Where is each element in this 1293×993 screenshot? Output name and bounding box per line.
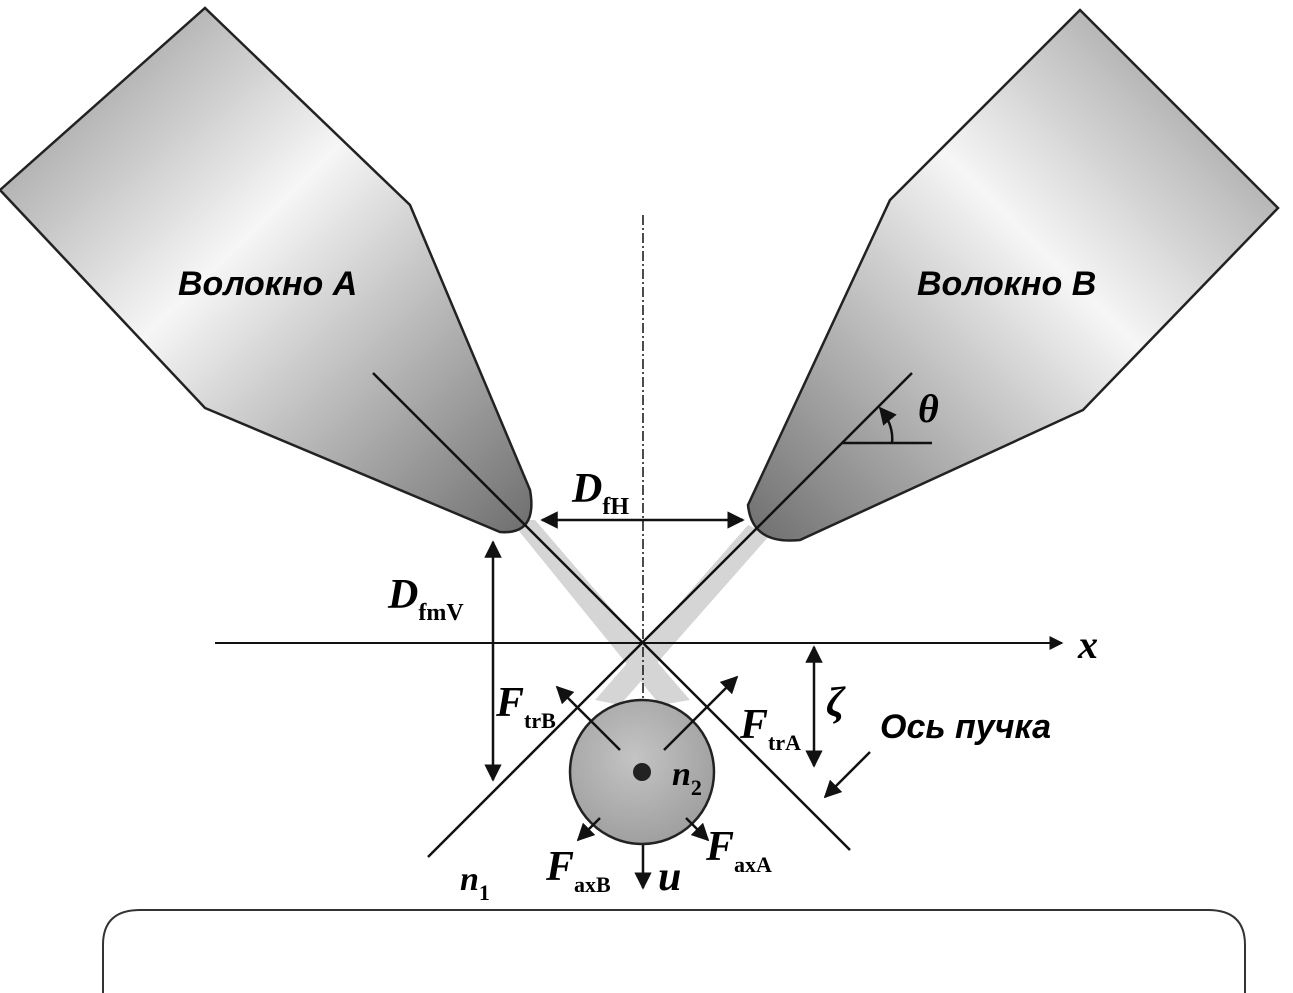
ftrb-label: FtrB [495, 680, 556, 733]
fiber-a [0, 6, 533, 534]
light-beams [510, 520, 770, 705]
beam-axis-a [372, 372, 851, 851]
n1-label: n1 [460, 861, 490, 905]
dfh-label: DfH [571, 466, 629, 520]
beam-b [595, 525, 770, 705]
fiber-a-label: Волокно A [178, 265, 357, 303]
force-trb-arrow [555, 685, 621, 751]
force-axb-arrow [576, 817, 601, 842]
beam-a [510, 520, 690, 705]
dfmv-label: DfmV [387, 572, 464, 626]
beam-axis-b [427, 372, 913, 858]
n2-label: n2 [672, 756, 702, 800]
ftra-label: FtrA [739, 702, 801, 755]
faxa-label: FaxA [705, 824, 772, 877]
x-axis-label: x [1077, 622, 1098, 667]
zeta-label: ζ [826, 680, 846, 726]
bottom-frame [102, 909, 1246, 993]
fiber-b-label: Волокно B [917, 265, 1096, 303]
u-label: u [658, 854, 681, 900]
force-axa-arrow [685, 817, 710, 842]
particle-center [633, 763, 651, 781]
theta-label: θ [918, 386, 939, 431]
beam-axis-label: Ось пучка [880, 708, 1051, 746]
theta-arc [878, 406, 897, 444]
beam-axis-pointer [823, 751, 871, 799]
faxb-label: FaxB [545, 844, 611, 897]
force-tra-arrow [663, 675, 739, 751]
